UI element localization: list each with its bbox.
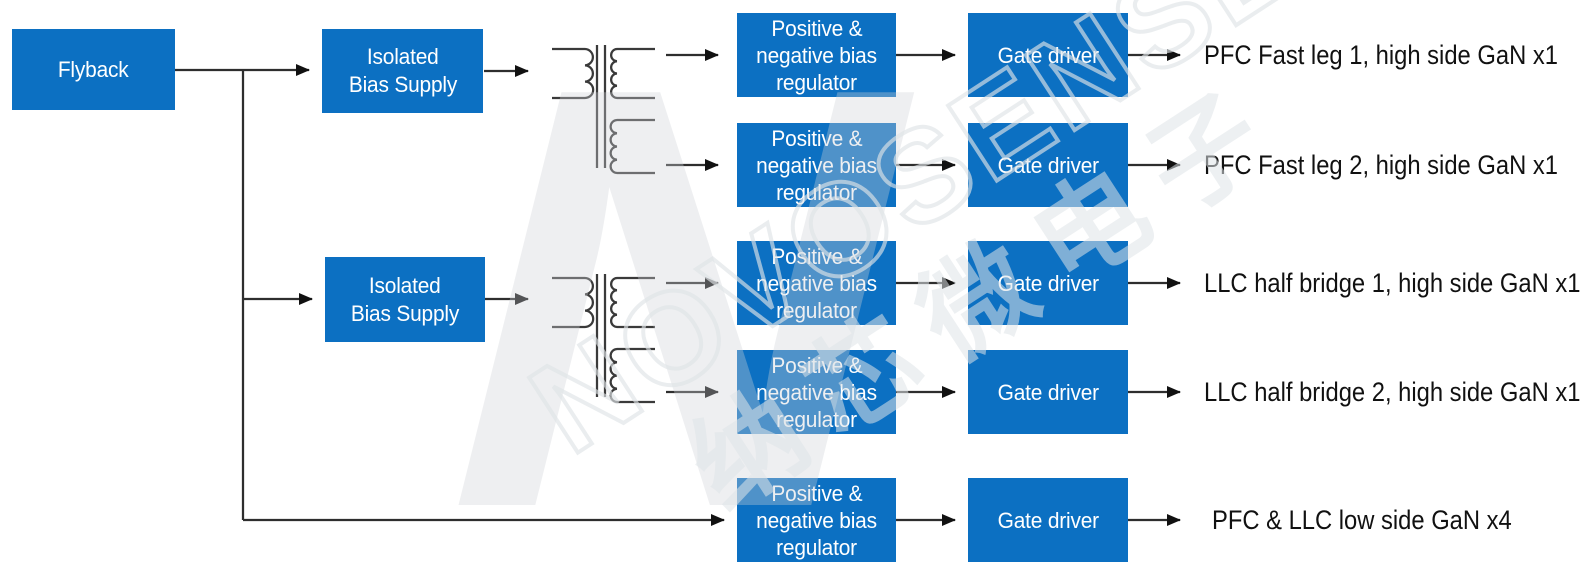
gate-driver-block-2: Gate driver [968,123,1128,207]
bias-regulator-block-5: Positive & negative bias regulator [737,478,896,562]
gate-driver-block-1: Gate driver [968,13,1128,97]
block-label-line: regulator [776,69,857,95]
transformer-2-core [595,274,607,397]
gate-driver-label: Gate driver [997,152,1099,178]
gate-driver-label: Gate driver [997,507,1099,533]
bias-regulator-block-3: Positive & negative bias regulator [737,241,896,325]
transformer-1-primary-winding [552,47,595,100]
gate-driver-block-5: Gate driver [968,478,1128,562]
gate-driver-label: Gate driver [997,42,1099,68]
transformer-1-symbol [552,45,655,175]
output-label-5: PFC & LLC low side GaN x4 [1212,505,1512,535]
block-label-line: regulator [776,297,857,323]
block-label-line: negative bias [756,270,877,296]
block-label-line: negative bias [756,379,877,405]
bias-regulator-block-2: Positive & negative bias regulator [737,123,896,207]
transformer-2-secondary-winding-bottom [609,347,655,404]
block-label-line: Isolated [369,272,441,298]
block-label-line: Bias Supply [348,72,457,97]
transformer-1-core [595,45,607,168]
block-label-line: negative bias [756,42,877,68]
gate-driver-label: Gate driver [997,270,1099,296]
gate-driver-block-4: Gate driver [968,350,1128,434]
block-label-line: regulator [776,179,857,205]
transformer-1-secondary-winding-top [610,47,655,100]
block-label-line: Positive & [770,480,863,506]
bias-regulator-block-1: Positive & negative bias regulator [737,13,896,97]
output-label-4: LLC half bridge 2, high side GaN x1 [1204,377,1581,407]
gate-driver-block-3: Gate driver [968,241,1128,325]
block-label-line: negative bias [756,507,877,533]
block-label-line: Positive & [770,352,863,378]
block-label-line: Positive & [770,15,863,41]
gate-driver-label: Gate driver [997,379,1099,405]
transformer-1-secondary-winding-bottom [609,118,655,175]
transformer-2-secondary-winding-top [610,276,655,329]
block-label-line: Bias Supply [350,300,460,326]
output-label-2: PFC Fast leg 2, high side GaN x1 [1204,150,1558,180]
block-label-line: negative bias [756,152,877,178]
output-label-1: PFC Fast leg 1, high side GaN x1 [1204,40,1558,70]
flyback-label: Flyback [58,57,129,82]
block-label-line: Isolated [366,44,439,69]
bias-regulator-block-4: Positive & negative bias regulator [737,350,896,434]
transformer-2-primary-winding [552,276,595,329]
transformer-2-symbol [552,274,655,404]
block-label-line: Positive & [770,125,863,151]
connector-arrows [175,49,1181,526]
flyback-block: Flyback [12,29,175,110]
block-label-line: regulator [776,534,857,560]
block-label-line: Positive & [770,243,863,269]
isolated-bias-supply-1-block: Isolated Bias Supply [322,29,483,113]
block-label-line: regulator [776,406,857,432]
output-label-3: LLC half bridge 1, high side GaN x1 [1204,268,1581,298]
isolated-bias-supply-2-block: Isolated Bias Supply [325,257,485,342]
